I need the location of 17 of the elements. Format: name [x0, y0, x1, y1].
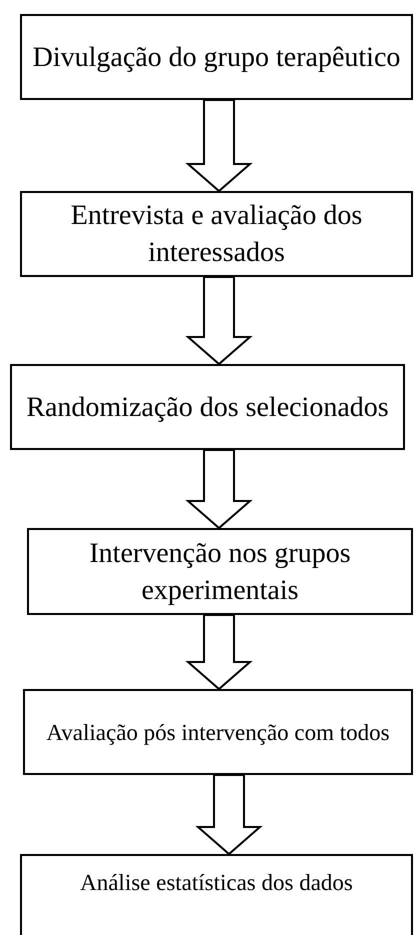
process-box: [23, 689, 413, 775]
block-arrow: [195, 774, 263, 856]
block-arrow: [185, 614, 253, 690]
process-box: [27, 528, 413, 615]
box-label: Randomização dos selecionados: [26, 390, 389, 424]
process-box: [20, 854, 413, 935]
process-box: [20, 14, 413, 100]
process-box: [20, 191, 413, 277]
box-label: Divulgação do grupo terapêutico: [32, 40, 400, 74]
box-label: Intervenção nos grupos experimentais: [88, 536, 352, 608]
box-label: Entrevista e avaliação dos interessados: [70, 199, 364, 270]
box-label: Análise estatísticas dos dados: [80, 869, 353, 897]
block-arrow: [185, 99, 253, 192]
block-arrow: [185, 276, 253, 366]
block-arrow: [185, 449, 253, 530]
box-label: Avaliação pós intervenção com todos: [46, 718, 390, 747]
process-box: [10, 364, 405, 450]
